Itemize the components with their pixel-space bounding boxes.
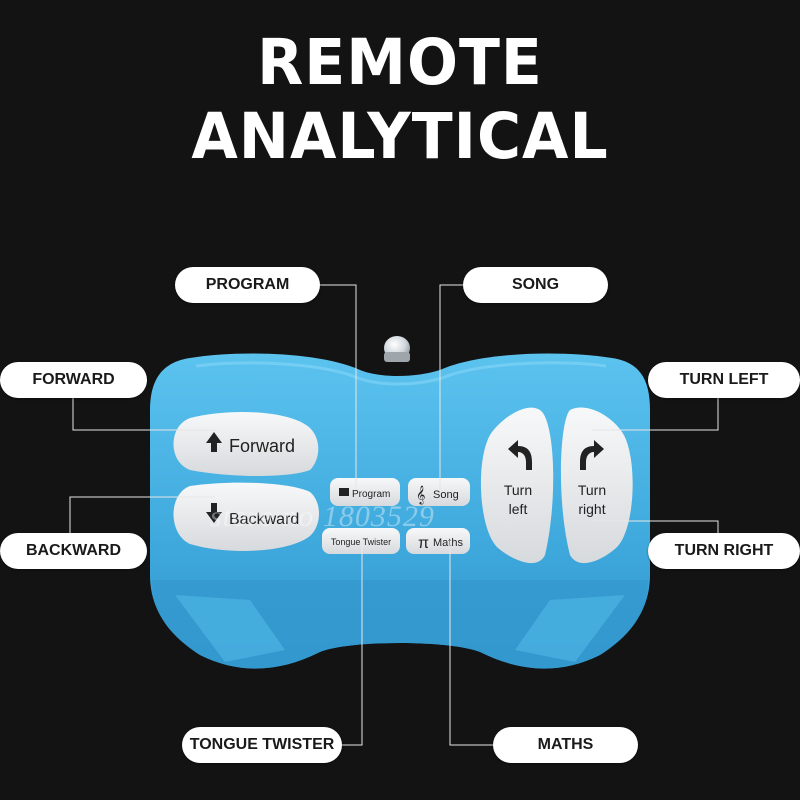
callout-program: PROGRAM [175, 267, 320, 303]
backward-button-label: Backward [229, 511, 299, 528]
tongue-twister-button-label: Tongue Twister [331, 537, 391, 547]
forward-button-label: Forward [229, 436, 295, 456]
callout-maths: MATHS [493, 727, 638, 763]
leader-line-maths [449, 540, 493, 746]
forward-button[interactable] [173, 412, 319, 476]
program-icon [339, 488, 349, 496]
pi-icon: π [418, 535, 429, 552]
leader-line-turn-left [592, 398, 719, 431]
song-button-label: Song [433, 489, 459, 501]
remote-grip-right [515, 595, 625, 662]
leader-line-song [439, 284, 463, 490]
leader-line-program [320, 284, 357, 490]
backward-button[interactable] [173, 482, 320, 551]
turn-right-label-line1: Turn [578, 482, 606, 498]
callout-backward: BACKWARD [0, 533, 147, 569]
maths-button-label: Maths [433, 537, 463, 549]
turn-right-arrow-icon [580, 440, 604, 470]
title-line-1: REMOTE [257, 26, 543, 100]
forward-arrow-icon [206, 432, 222, 452]
program-button[interactable] [330, 478, 400, 506]
leader-line-backward [69, 496, 215, 533]
treble-clef-icon: 𝄞 [416, 485, 425, 505]
title-line-2: ANALYTICAL [191, 100, 609, 174]
turn-right-button[interactable] [560, 407, 633, 564]
store-watermark: store no 1803529 [210, 500, 435, 533]
led-base [384, 352, 410, 362]
leader-line-turn-right [592, 520, 719, 533]
callout-song: SONG [463, 267, 608, 303]
callout-tongue-twister: TONGUE TWISTER [182, 727, 342, 763]
callout-forward: FORWARD [0, 362, 147, 398]
leader-lines [69, 284, 719, 746]
backward-arrow-icon [206, 503, 222, 523]
program-button-label: Program [352, 489, 390, 500]
song-button[interactable] [408, 478, 470, 506]
turn-left-label-line2: left [509, 501, 528, 517]
callout-turn-right: TURN RIGHT [648, 533, 800, 569]
callout-turn-left: TURN LEFT [648, 362, 800, 398]
maths-button[interactable] [406, 528, 470, 554]
remote-top-ridge [195, 361, 607, 386]
leader-line-tongue-twister [342, 540, 363, 746]
tongue-twister-button[interactable] [322, 528, 400, 554]
remote-grip-left [175, 595, 285, 662]
leader-line-forward [72, 398, 215, 431]
turn-left-button[interactable] [480, 407, 554, 564]
turn-right-label-line2: right [578, 501, 605, 517]
turn-left-label-line1: Turn [504, 482, 532, 498]
turn-left-arrow-icon [508, 440, 532, 470]
